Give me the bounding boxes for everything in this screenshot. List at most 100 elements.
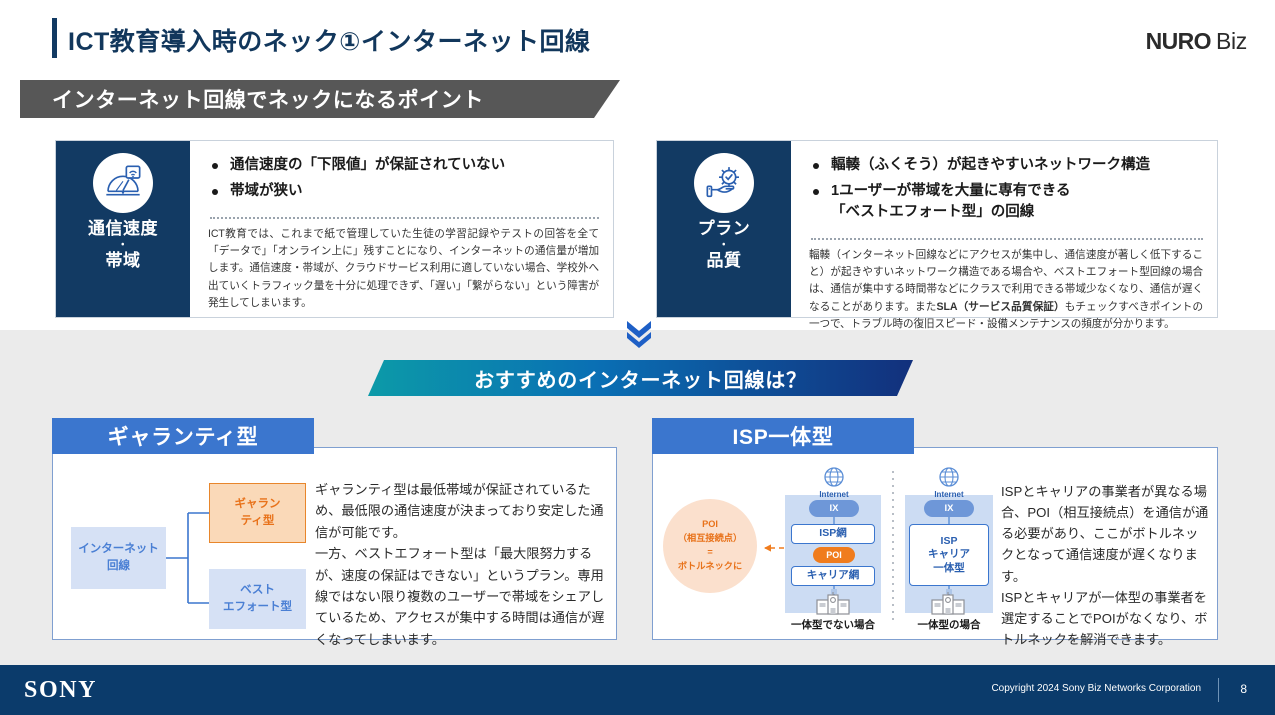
brand-biz-text: Biz	[1215, 28, 1247, 54]
best-line2: エフォート型	[223, 601, 292, 613]
solution-panel-guarantee: インターネット回線 ギャランティ型 ベストエフォート型 ギャランティ型は最低帯域…	[52, 418, 617, 647]
solution-panel-isp-title: ISP一体型	[732, 426, 834, 449]
connector-line	[946, 586, 952, 596]
internet-label-left: Internet	[819, 490, 849, 499]
solution-panel-box: インターネット回線 ギャランティ型 ベストエフォート型 ギャランティ型は最低帯域…	[52, 447, 617, 647]
page-title: ICT教育導入時のネック①インターネット回線	[68, 28, 591, 56]
solution-panel-inner: POI （相互接続点） = ボトルネックに Internet	[653, 455, 1217, 647]
section-header-banner: インターネット回線でネックになるポイント	[20, 80, 620, 118]
poi-bubble-line4: ボトルネックに	[677, 560, 743, 571]
best-line1: ベスト	[240, 584, 275, 597]
brand-nuro-text: NURO	[1145, 28, 1212, 54]
issue-card-badge-label: 通信速度 ・ 帯域	[88, 219, 158, 271]
flow-node-root-text: インターネット回線	[78, 541, 159, 574]
issue-bullet-sub: 「ベストエフォート型」の回線	[831, 204, 1035, 221]
root-line2: 回線	[107, 560, 130, 572]
hand-gear-check-icon	[694, 153, 754, 213]
issue-bullet: 帯域が狭い	[208, 181, 599, 202]
badge-label-separator: ・	[718, 239, 730, 251]
section-header-label: インターネット回線でネックになるポイント	[52, 89, 484, 112]
copyright-text: Copyright 2024 Sony Biz Networks Corpora…	[991, 683, 1201, 694]
flow-node-guarantee-text: ギャランティ型	[235, 496, 281, 529]
school-building-icon	[931, 592, 965, 615]
double-chevron-down-icon	[627, 321, 651, 348]
ix-pill-right: IX	[924, 500, 974, 517]
issue-bullet: 通信速度の「下限値」が保証されていない	[208, 155, 599, 176]
isp-network-diagram: POI （相互接続点） = ボトルネックに Internet	[657, 467, 997, 639]
guarantee-line2: ティ型	[240, 515, 275, 527]
isp-description-p1: ISPとキャリアの事業者が異なる場合、POI（相互接続点）を通信が通る必要があり…	[1001, 484, 1209, 584]
poi-bubble-line2: （相互接続点）	[677, 533, 743, 544]
right-diagram-caption: 一体型の場合	[917, 619, 981, 631]
recommendation-banner: おすすめのインターネット回線は？	[368, 360, 913, 396]
isp-network-box: ISP網	[791, 524, 875, 544]
dotted-divider	[210, 217, 599, 220]
solution-panel-guarantee-title: ギャランティ型	[107, 426, 259, 449]
solution-panel-box: POI （相互接続点） = ボトルネックに Internet	[652, 447, 1218, 647]
badge-label-line1: プラン	[697, 219, 751, 238]
globe-internet-icon	[824, 467, 844, 487]
diagram-separator	[892, 471, 894, 621]
guarantee-line1: ギャラン	[234, 498, 281, 511]
internet-label-right: Internet	[934, 490, 964, 499]
note-bold-sla: SLA（サービス品質保証）	[936, 300, 1065, 313]
guarantee-description-p1: ギャランティ型は最低帯域が保証されているため、最低限の通信速度が決まっており安定…	[315, 482, 604, 540]
badge-label-line2: 帯域	[105, 250, 141, 270]
footer-bar: SONY Copyright 2024 Sony Biz Networks Co…	[0, 665, 1275, 715]
issue-bullet-list: 輻輳（ふくそう）が起きやすいネットワーク構造 1ユーザーが帯域を大量に専有できる…	[809, 155, 1203, 228]
issue-bullet-main: 1ユーザーが帯域を大量に専有できる	[831, 183, 1071, 200]
issue-card-note: 輻輳（インターネット回線などにアクセスが集中し、通信速度が著しく低下すること）が…	[809, 247, 1203, 333]
issue-bullet: 1ユーザーが帯域を大量に専有できる 「ベストエフォート型」の回線	[809, 181, 1203, 223]
root-line1: インターネット	[78, 543, 159, 556]
badge-label-separator: ・	[117, 239, 129, 251]
flow-connector-lines	[166, 512, 209, 604]
globe-internet-icon	[939, 467, 959, 487]
issue-card-badge-label: プラン ・ 品質	[698, 219, 751, 271]
connector-line	[831, 586, 837, 596]
flow-node-guarantee: ギャランティ型	[209, 483, 306, 543]
page-number: 8	[1240, 682, 1247, 696]
badge-label-line1: 通信速度	[88, 219, 158, 238]
poi-node: POI	[813, 547, 855, 563]
solution-panel-isp: POI （相互接続点） = ボトルネックに Internet	[652, 418, 1218, 647]
left-diagram-caption: 一体型でない場合	[791, 619, 875, 631]
issue-card-plan: プラン ・ 品質 輻輳（ふくそう）が起きやすいネットワーク構造 1ユーザーが帯域…	[656, 140, 1218, 330]
integrated-line2: キャリア	[928, 548, 970, 561]
poi-bubble-line3: =	[707, 547, 713, 557]
flow-node-internet-line: インターネット回線	[71, 527, 166, 589]
integrated-line1: ISP	[940, 534, 958, 547]
carrier-network-box: キャリア網	[791, 566, 875, 586]
dotted-divider	[811, 238, 1203, 241]
speedometer-wifi-icon	[93, 153, 153, 213]
issue-card-body: 通信速度の「下限値」が保証されていない 帯域が狭い ICT教育では、これまで紙で…	[190, 141, 613, 317]
solution-panel-isp-header: ISP一体型	[652, 418, 914, 454]
note-suffix: もチェックすべきポイントの一つで、トラブル時の復旧スピード・設備メンテナンスの頻…	[809, 300, 1203, 330]
guarantee-description-p2: 一方、ベストエフォート型は「最大限努力するが、速度の保証はできない」というプラン…	[315, 546, 605, 647]
issue-card-body: 輻輳（ふくそう）が起きやすいネットワーク構造 1ユーザーが帯域を大量に専有できる…	[791, 141, 1217, 330]
isp-carrier-integrated-box: ISP キャリア 一体型	[909, 524, 989, 586]
solution-panel-inner: インターネット回線 ギャランティ型 ベストエフォート型 ギャランティ型は最低帯域…	[53, 455, 616, 647]
badge-label-line2: 品質	[706, 250, 742, 270]
title-accent-bar	[52, 18, 57, 58]
guarantee-flow-diagram: インターネット回線 ギャランティ型 ベストエフォート型	[61, 477, 306, 637]
issue-card-note: ICT教育では、これまで紙で管理していた生徒の学習記録やテストの回答を全て「デー…	[208, 228, 599, 309]
school-building-icon	[816, 592, 850, 615]
isp-description: ISPとキャリアの事業者が異なる場合、POI（相互接続点）を通信が通る必要があり…	[1001, 481, 1211, 650]
flow-node-best-text: ベストエフォート型	[223, 582, 292, 615]
issue-card-badge: 通信速度 ・ 帯域	[56, 141, 190, 317]
solution-panel-guarantee-header: ギャランティ型	[52, 418, 314, 454]
issue-bullet: 輻輳（ふくそう）が起きやすいネットワーク構造	[809, 155, 1203, 176]
ix-pill-left: IX	[809, 500, 859, 517]
flow-node-best-effort: ベストエフォート型	[209, 569, 306, 629]
issue-bullet-list: 通信速度の「下限値」が保証されていない 帯域が狭い	[208, 155, 599, 207]
integrated-line3: 一体型	[933, 561, 965, 574]
poi-bottleneck-bubble: POI （相互接続点） = ボトルネックに	[663, 499, 757, 593]
poi-bubble-line1: POI	[702, 519, 718, 530]
footer-divider	[1218, 678, 1219, 702]
note-prefix: 輻輳（インターネット回線などにアクセスが集中し、通信速度が著しく低下すること）が…	[809, 249, 1203, 313]
issue-card-badge: プラン ・ 品質	[657, 141, 791, 317]
issue-card-speed: 通信速度 ・ 帯域 通信速度の「下限値」が保証されていない 帯域が狭い ICT教…	[55, 140, 614, 318]
guarantee-description: ギャランティ型は最低帯域が保証されているため、最低限の通信速度が決まっており安定…	[315, 479, 605, 650]
